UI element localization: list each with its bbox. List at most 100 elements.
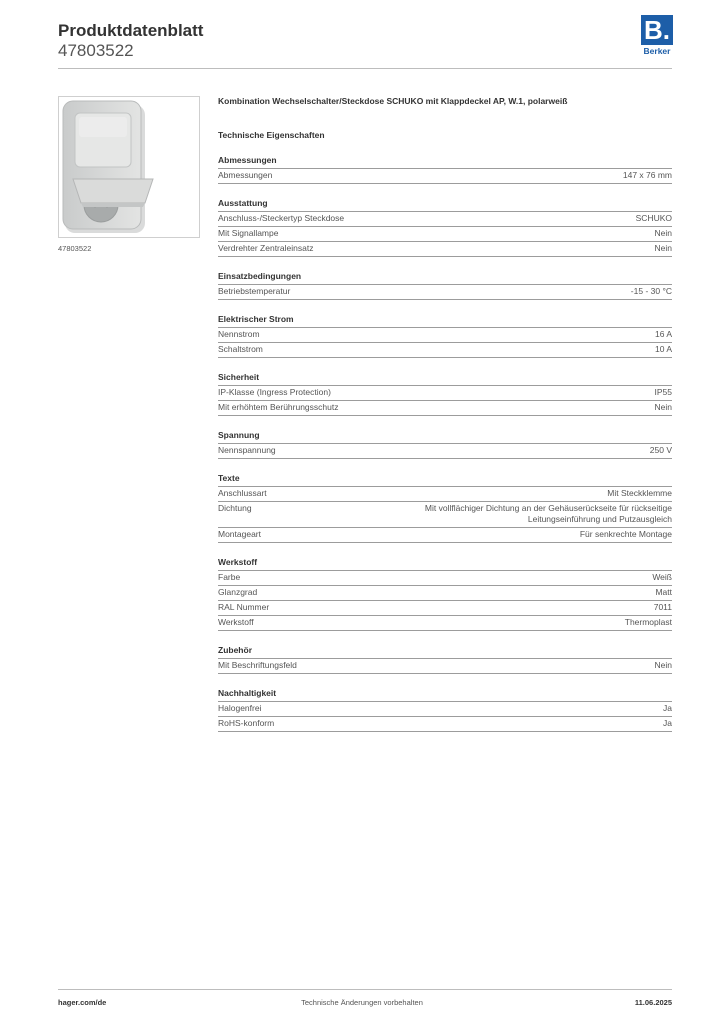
property-row: Farbe Weiß (218, 571, 672, 586)
berker-logo: B. Berker (640, 15, 674, 56)
property-value: Ja (663, 718, 672, 728)
property-value: -15 - 30 °C (630, 286, 672, 296)
footer-website: hager.com/de (58, 998, 107, 1007)
property-label: Verdrehter Zentraleinsatz (218, 243, 314, 253)
property-value: Mit vollflächiger Dichtung an der Gehäus… (424, 503, 672, 524)
property-value: Nein (654, 660, 672, 670)
property-label: Mit Beschriftungsfeld (218, 660, 297, 670)
section-title: Ausstattung (218, 198, 672, 212)
property-value: SCHUKO (635, 213, 672, 223)
logo-wordmark: Berker (643, 46, 671, 56)
property-label: Halogenfrei (218, 703, 262, 713)
property-label: Glanzgrad (218, 587, 258, 597)
section-title: Sicherheit (218, 372, 672, 386)
document-header: Produktdatenblatt 47803522 (58, 21, 203, 61)
product-title: Kombination Wechselschalter/Steckdose SC… (218, 96, 568, 106)
property-value: 16 A (654, 329, 672, 339)
property-label: Farbe (218, 572, 241, 582)
footer-date: 11.06.2025 (634, 998, 672, 1007)
property-label: Anschlussart (218, 488, 267, 498)
logo-mark: B. (641, 15, 673, 45)
footer-divider (58, 989, 672, 990)
property-label: Montageart (218, 529, 261, 539)
document-title: Produktdatenblatt (58, 21, 204, 40)
property-label: Anschluss-/Steckertyp Steckdose (218, 213, 345, 223)
property-row: RoHS-konform Ja (218, 717, 672, 732)
section-title: Zubehör (218, 645, 672, 659)
section-heading-technical: Technische Eigenschaften (218, 130, 325, 140)
property-label: Nennstrom (218, 329, 260, 339)
property-row: Verdrehter Zentraleinsatz Nein (218, 242, 672, 257)
article-number: 47803522 (58, 41, 134, 60)
property-row: Mit Signallampe Nein (218, 227, 672, 242)
hinged-cover-lid (72, 178, 154, 204)
property-row: Glanzgrad Matt (218, 586, 672, 601)
property-label: Schaltstrom (218, 344, 263, 354)
property-row: Betriebstemperatur -15 - 30 °C (218, 285, 672, 300)
property-value: 10 A (654, 344, 672, 354)
product-image (58, 96, 200, 238)
property-label: RAL Nummer (218, 602, 270, 612)
property-value: 147 x 76 mm (622, 170, 672, 180)
rocker-highlight (79, 117, 127, 137)
section-title: Texte (218, 473, 672, 487)
property-label: Dichtung (218, 503, 252, 513)
property-row: Mit Beschriftungsfeld Nein (218, 659, 672, 674)
property-label: Betriebstemperatur (218, 286, 291, 296)
property-label: Mit Signallampe (218, 228, 279, 238)
product-details: Kombination Wechselschalter/Steckdose SC… (218, 96, 672, 732)
section-title: Elektrischer Strom (218, 314, 672, 328)
property-row: Abmessungen 147 x 76 mm (218, 169, 672, 184)
property-row: Nennspannung 250 V (218, 444, 672, 459)
property-row: Werkstoff Thermoplast (218, 616, 672, 631)
property-row: Halogenfrei Ja (218, 702, 672, 717)
property-row: Dichtung Mit vollflächiger Dichtung an de… (218, 502, 672, 528)
property-value: Mit Steckklemme (607, 488, 672, 498)
property-value: 250 V (649, 445, 672, 455)
section-title: Einsatzbedingungen (218, 271, 672, 285)
property-row: Anschlussart Mit Steckklemme (218, 487, 672, 502)
section-title: Nachhaltigkeit (218, 688, 672, 702)
property-value: Nein (654, 228, 672, 238)
property-row: Mit erhöhtem Berührungsschutz Nein (218, 401, 672, 416)
property-value: Matt (655, 587, 672, 597)
property-value: IP55 (654, 387, 673, 397)
cover-lip (81, 203, 145, 207)
property-value: Nein (654, 402, 672, 412)
property-value: Ja (663, 703, 672, 713)
property-row: Anschluss-/Steckertyp Steckdose SCHUKO (218, 212, 672, 227)
section-title: Abmessungen (218, 155, 672, 169)
image-caption: 47803522 (58, 244, 92, 253)
property-row: RAL Nummer 7011 (218, 601, 672, 616)
section-title: Werkstoff (218, 557, 672, 571)
property-value: Thermoplast (624, 617, 672, 627)
switch-socket-illustration (62, 100, 154, 233)
property-label: Abmessungen (218, 170, 273, 180)
property-row: Nennstrom 16 A (218, 328, 672, 343)
property-value: Weiß (652, 572, 672, 582)
footer-disclaimer: Technische Änderungen vorbehalten (301, 998, 423, 1007)
property-label: IP-Klasse (Ingress Protection) (218, 387, 331, 397)
property-label: Mit erhöhtem Berührungsschutz (218, 402, 339, 412)
property-value: Nein (654, 243, 672, 253)
property-label: RoHS-konform (218, 718, 275, 728)
property-row: Schaltstrom 10 A (218, 343, 672, 358)
property-label: Nennspannung (218, 445, 276, 455)
property-value: 7011 (653, 602, 672, 612)
property-row: IP-Klasse (Ingress Protection) IP55 (218, 386, 672, 401)
section-title: Spannung (218, 430, 672, 444)
property-label: Werkstoff (218, 617, 254, 627)
header-divider (58, 68, 672, 69)
